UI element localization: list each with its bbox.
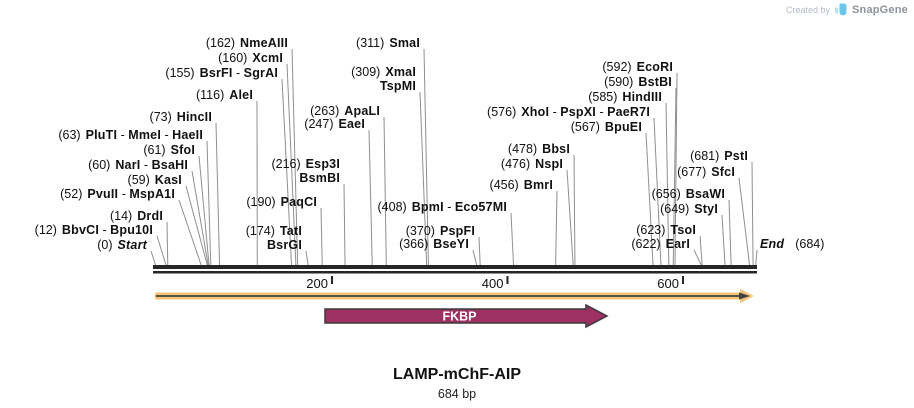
- site-label-StyI: (649)StyI: [660, 202, 718, 216]
- leader-line: [665, 102, 670, 266]
- site-label-KasI: (59)KasI: [127, 173, 182, 187]
- plasmid-length: 684 bp: [437, 387, 477, 401]
- site-label-PvuII-MspA1I: (52)PvuII - MspA1I: [60, 187, 175, 201]
- leader-line: [738, 177, 751, 266]
- sequence-bar-bottom: [153, 271, 757, 274]
- leader-line: [215, 122, 221, 266]
- leader-line: [368, 129, 373, 266]
- site-label-BmrI: (456)BmrI: [489, 178, 553, 192]
- site-label-BbsI: (478)BbsI: [507, 142, 570, 156]
- site-label-XhoI-PspXI-PaeR7I: (576)XhoI - PspXI - PaeR7I: [487, 105, 650, 119]
- site-label-XcmI: (160)XcmI: [218, 51, 283, 65]
- backbone-arrowhead-core: [739, 292, 750, 300]
- leader-line: [383, 116, 387, 266]
- leader-line: [198, 155, 210, 266]
- leader-line: [755, 249, 758, 266]
- site-label-NarI-BsaHI: (60)NarI - BsaHI: [88, 158, 188, 172]
- leader-line: [721, 214, 726, 266]
- leader-line: [751, 161, 754, 266]
- site-label-SfoI: (61)SfoI: [143, 143, 195, 157]
- leader-line: [573, 154, 576, 266]
- leader-line: [728, 199, 732, 266]
- feature-arrow-fkbp: [324, 303, 609, 329]
- site-label-BsaWI: (656)BsaWI: [651, 187, 725, 201]
- site-label-HincII: (73)HincII: [149, 110, 212, 124]
- axis-tick: [682, 276, 684, 284]
- leader-line: [653, 117, 662, 266]
- snapgene-logo-icon: [834, 3, 847, 16]
- leader-line: [281, 78, 293, 266]
- site-label-PluTI-MmeI-HaeII: (63)PluTI - MmeI - HaeII: [58, 128, 203, 142]
- site-label-BsrFI-SgrAI: (155)BsrFI - SgrAI: [165, 66, 278, 80]
- title-block: LAMP-mChF-AIP 684 bp: [0, 366, 914, 401]
- site-label-NmeAIII: (162)NmeAIII: [205, 36, 288, 50]
- created-by-text: Created by: [785, 4, 830, 15]
- site-label-PspFI: (370)PspFI: [405, 224, 475, 238]
- site-label-SfcI: (677)SfcI: [677, 165, 735, 179]
- site-label-End: End(684): [760, 237, 825, 251]
- leader-line: [191, 170, 209, 266]
- leader-line: [320, 207, 323, 266]
- snapgene-credit: Created by SnapGene: [786, 3, 908, 16]
- site-label-ApaLI: (263)ApaLI: [310, 104, 380, 118]
- axis-tick-label: 600: [657, 276, 679, 291]
- leader-line: [286, 63, 297, 266]
- site-label-BpmI-Eco57MI: (408)BpmI - Eco57MI: [377, 200, 507, 214]
- site-label-HindIII: (585)HindIII: [588, 90, 662, 104]
- leader-line: [699, 235, 703, 266]
- leader-line: [478, 236, 481, 266]
- plasmid-name: LAMP-mChF-AIP: [393, 366, 521, 383]
- sequence-bar-top: [153, 265, 757, 269]
- axis-tick-label: 200: [306, 276, 328, 291]
- site-label-PstI: (681)PstI: [690, 149, 748, 163]
- leader-line: [291, 48, 299, 266]
- leader-line: [419, 91, 428, 266]
- leader-line: [156, 235, 167, 266]
- site-label-EcoRI: (592)EcoRI: [602, 60, 673, 74]
- leader-line: [206, 140, 212, 266]
- site-label-EarI: (622)EarI: [631, 237, 690, 251]
- site-label-NspI: (476)NspI: [500, 157, 563, 171]
- site-label-PaqCI: (190)PaqCI: [246, 195, 317, 209]
- leader-line: [178, 199, 202, 266]
- site-label-AleI: (116)AleI: [196, 88, 253, 102]
- leader-line: [343, 183, 346, 266]
- leader-line: [150, 250, 156, 266]
- leader-line: [166, 221, 169, 266]
- axis-tick-label: 400: [482, 276, 504, 291]
- site-label-EaeI: (247)EaeI: [304, 117, 365, 131]
- leader-line: [555, 190, 558, 266]
- leader-line: [423, 48, 429, 266]
- leader-line: [185, 185, 208, 266]
- site-label-BpuEI: (567)BpuEI: [570, 120, 642, 134]
- leader-line: [305, 250, 309, 266]
- site-label-Start: (0)Start: [97, 238, 147, 252]
- site-label-BbvCI-Bpu10I: (12)BbvCI - Bpu10I: [34, 223, 153, 237]
- feature-label-fkbp: FKBP: [442, 310, 476, 324]
- leader-line: [672, 87, 677, 266]
- leader-line: [566, 169, 574, 266]
- axis-tick: [506, 276, 509, 284]
- leader-line: [674, 72, 678, 266]
- snapgene-brand-text: SnapGene: [851, 3, 908, 16]
- leader-line: [510, 212, 515, 266]
- site-label-SmaI: (311)SmaI: [356, 36, 420, 50]
- site-label-BseYI: (366)BseYI: [399, 237, 469, 251]
- leader-line: [472, 249, 478, 266]
- site-label-DrdI: (14)DrdI: [109, 209, 163, 223]
- site-label-TsoI: (623)TsoI: [636, 223, 696, 237]
- site-label-BstBI: (590)BstBI: [604, 75, 672, 89]
- axis-tick: [331, 276, 333, 284]
- leader-line: [693, 249, 702, 266]
- leader-line: [645, 132, 654, 266]
